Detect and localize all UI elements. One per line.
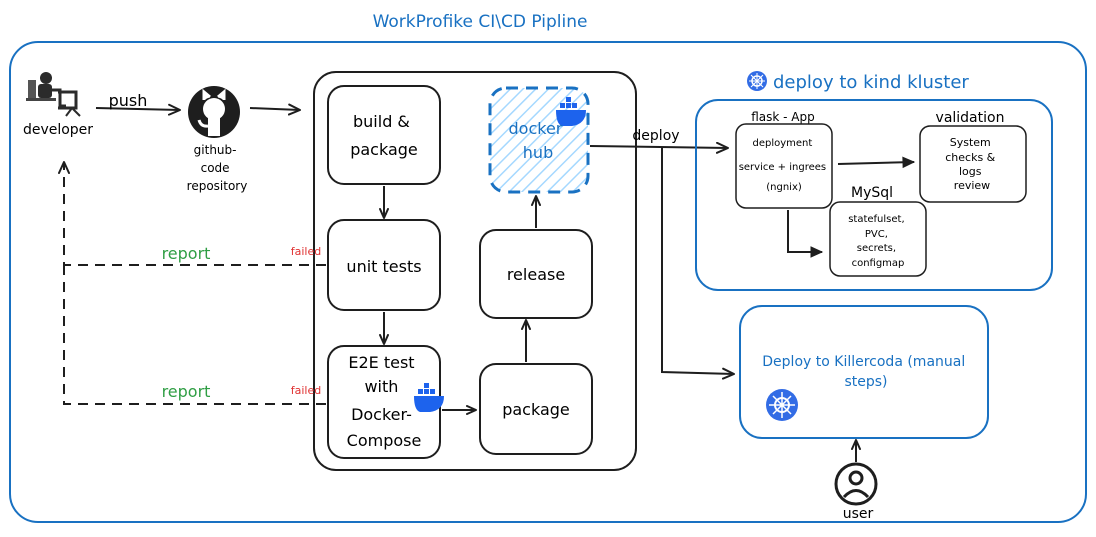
package-label: package bbox=[502, 400, 570, 419]
failed-top-label: failed bbox=[291, 245, 321, 258]
mysql-lines: statefulset, PVC, secrets, configmap bbox=[848, 214, 908, 269]
flask-title: flask - App bbox=[751, 110, 815, 124]
report-top-label: report bbox=[162, 244, 211, 263]
validation-lines: System checks & logs review bbox=[945, 136, 999, 192]
kind-cluster-box bbox=[695, 99, 1053, 291]
kubernetes-icon bbox=[747, 71, 767, 91]
release-label: release bbox=[507, 265, 565, 284]
pipeline-container bbox=[313, 71, 637, 471]
flask-lines: deployment service + ingrees (ngnix) bbox=[739, 138, 830, 193]
developer-label: developer bbox=[23, 122, 93, 138]
outer-frame bbox=[9, 41, 1087, 523]
deploy-arrow bbox=[589, 141, 729, 154]
flask-to-validation-arrow bbox=[837, 156, 916, 169]
kubernetes-icon bbox=[766, 389, 798, 421]
flask-box bbox=[735, 123, 833, 209]
unit-tests-box bbox=[327, 219, 441, 311]
user-label: user bbox=[843, 506, 874, 522]
failed-bottom-label: failed bbox=[291, 384, 321, 397]
developer-icon bbox=[26, 72, 81, 117]
e2e-label: E2E test with Docker- Compose bbox=[347, 353, 422, 450]
github-label: github- code repository bbox=[187, 143, 248, 193]
deploy-label: deploy bbox=[632, 128, 679, 144]
mysql-box bbox=[829, 201, 927, 277]
diagram-title: WorkProfike CI\CD Pipline bbox=[373, 12, 588, 32]
unit-tests-label: unit tests bbox=[346, 257, 421, 276]
killercoda-label: Deploy to Killercoda (manual steps) bbox=[762, 354, 969, 390]
push-arrow bbox=[95, 103, 181, 116]
report-bottom-line bbox=[63, 265, 326, 405]
killercoda-box bbox=[739, 305, 989, 439]
push-label: push bbox=[109, 91, 148, 110]
mysql-title: MySql bbox=[851, 185, 893, 201]
killercoda-arrow bbox=[661, 148, 735, 380]
user-icon bbox=[834, 462, 878, 506]
report-bottom-label: report bbox=[162, 382, 211, 401]
github-to-pipeline-arrow bbox=[249, 103, 301, 116]
build-package-label: build & package bbox=[350, 112, 418, 159]
docker-icon bbox=[414, 383, 444, 412]
validation-box bbox=[919, 125, 1027, 203]
validation-title: validation bbox=[936, 110, 1005, 126]
kind-title: deploy to kind kluster bbox=[773, 72, 969, 93]
flask-to-mysql-arrow bbox=[787, 210, 824, 258]
release-box bbox=[479, 229, 593, 319]
build-package-box bbox=[327, 85, 441, 185]
docker-hub-label: docker hub bbox=[509, 119, 568, 162]
docker-icon bbox=[556, 97, 586, 126]
package-box bbox=[479, 363, 593, 455]
github-icon bbox=[188, 86, 240, 138]
